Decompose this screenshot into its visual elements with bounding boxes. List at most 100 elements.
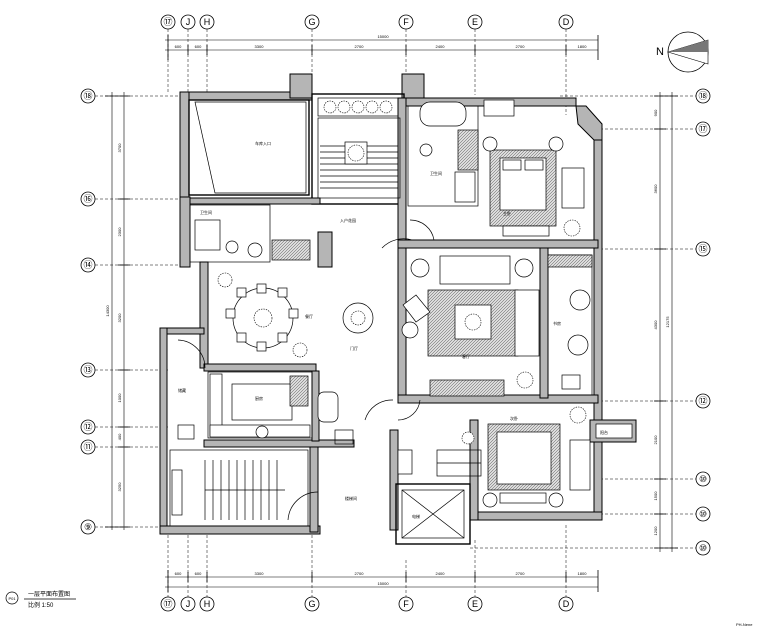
- bottom-dim-5: 2400: [436, 571, 446, 576]
- axis-row-right-5: ⑩: [699, 474, 707, 484]
- axis-row-right-3: ⑮: [698, 244, 707, 254]
- axis-row-left-7: ⑨: [84, 522, 92, 532]
- right-dim-5: 1500: [653, 491, 658, 501]
- master-bedroom: 主卧: [482, 136, 585, 237]
- room-label-elevator: 电梯: [412, 513, 420, 519]
- axis-row-left-5: ⑫: [83, 422, 92, 432]
- wall-garage-left: [179, 91, 190, 198]
- wall-column-b: [401, 73, 425, 99]
- wall-elevator-left: [389, 429, 399, 531]
- right-axis-bubbles: ⑱ ⑰ ⑮ ⑫ ⑩ ⑩ ⑩: [695, 88, 711, 556]
- caption-title: 一层平面布置图: [28, 590, 70, 598]
- room-label-study: 书房: [553, 320, 561, 326]
- upper-stair: [317, 117, 401, 199]
- right-dim-total: 12175: [665, 316, 670, 328]
- north-label: N: [656, 46, 664, 58]
- room-label-balcony: 阳台: [600, 429, 608, 435]
- axis-col-top-5: F: [403, 17, 409, 27]
- axis-row-right-7: ⑩: [699, 543, 707, 553]
- wall-stair-right: [309, 446, 319, 533]
- wall-interior-v2: [397, 247, 407, 399]
- bottom-axis-bubbles: ⑰ J H G F E D: [160, 596, 574, 612]
- left-dim-2: 2300: [117, 227, 122, 237]
- wall-interior-v1: [397, 97, 407, 249]
- axis-row-right-6: ⑩: [699, 509, 707, 519]
- room-label-storage: 储藏: [178, 387, 186, 393]
- top-dim-6: 2700: [516, 44, 526, 49]
- wall-bottom-right: [469, 511, 603, 521]
- axis-row-right-4: ⑫: [698, 396, 707, 406]
- study: 书房: [547, 254, 593, 396]
- bottom-dim-4: 2700: [355, 571, 365, 576]
- top-dim-2: 600: [195, 44, 202, 49]
- bottom-dim-1: 600: [175, 571, 182, 576]
- top-dim-4: 2700: [355, 44, 365, 49]
- axis-row-left-4: ⑬: [83, 365, 92, 375]
- axis-col-bottom-4: G: [308, 599, 315, 609]
- left-dim-6: 3250: [117, 482, 122, 492]
- axis-col-top-4: G: [308, 17, 315, 27]
- axis-col-bottom-5: F: [403, 599, 409, 609]
- top-axis-bubbles: ⑰ J H G F E D: [160, 14, 574, 30]
- wall-elevator-right: [469, 419, 479, 521]
- axis-col-top-3: H: [204, 17, 211, 27]
- hall-area: 门厅 入户花园: [340, 217, 413, 351]
- room-label-living: 客厅: [462, 353, 470, 359]
- balcony: 阳台: [595, 423, 633, 439]
- dining-area: 餐厅: [217, 272, 313, 358]
- bottom-axis-leaders: [167, 525, 567, 597]
- bottom-dim-7: 1800: [578, 571, 588, 576]
- wall-left-upper: [179, 196, 191, 268]
- top-dim-7: 1800: [578, 44, 588, 49]
- elevator: 电梯: [395, 483, 471, 545]
- room-label-foyer: 入户花园: [340, 217, 356, 223]
- room-label-dining: 餐厅: [305, 313, 313, 319]
- right-dimension-line: 900 3600 4300 2100 1500 1200 12175: [653, 92, 678, 552]
- top-dim-5: 2400: [436, 44, 446, 49]
- drawing-caption: P01 一层平面布置图 比例 1:50 PH-Nene: [5, 590, 753, 627]
- bottom-dim-6: 2700: [516, 571, 526, 576]
- living-room: 客厅: [401, 255, 540, 397]
- right-dim-4: 2100: [653, 435, 658, 445]
- north-arrow: N: [656, 31, 709, 73]
- axis-col-bottom-7: D: [563, 599, 570, 609]
- right-dim-3: 4300: [653, 320, 658, 330]
- top-dim-3: 3300: [255, 44, 265, 49]
- right-dim-2: 3600: [653, 184, 658, 194]
- room-label-garage: 车库入口: [255, 140, 271, 146]
- axis-col-bottom-3: H: [204, 599, 211, 609]
- room-label-bedroom1: 主卧: [503, 210, 511, 216]
- axis-col-bottom-1: ⑰: [163, 599, 172, 609]
- bottom-dim-2: 600: [195, 571, 202, 576]
- wall-interior-h1: [397, 239, 599, 249]
- caption-id: P01: [8, 596, 16, 601]
- left-dimension-line: 3700 2300 3200 1000 400 3250 14300: [105, 92, 130, 530]
- left-dim-5: 400: [117, 433, 122, 440]
- room-label-bath-master: 卫生间: [430, 170, 442, 176]
- axis-col-bottom-2: J: [186, 599, 191, 609]
- axis-col-top-2: J: [186, 17, 191, 27]
- master-bath: 卫生间: [407, 99, 515, 241]
- bottom-dim-3: 3300: [255, 571, 265, 576]
- wall-corner-bevel: [575, 105, 603, 141]
- planter-row: [317, 97, 399, 117]
- axis-row-left-3: ⑭: [83, 260, 92, 270]
- wall-bottom-left: [159, 525, 321, 535]
- wall-left-lower: [159, 327, 168, 534]
- axis-row-left-6: ⑪: [83, 442, 92, 452]
- left-dim-1: 3700: [117, 143, 122, 153]
- room-label-hall: 门厅: [350, 345, 358, 351]
- axis-col-bottom-6: E: [472, 599, 478, 609]
- door-swings: [317, 391, 421, 445]
- axis-row-right-1: ⑱: [698, 91, 707, 101]
- wall-column-a: [289, 73, 313, 99]
- room-label-bath: 卫生间: [200, 209, 212, 215]
- axis-row-left-2: ⑯: [83, 194, 92, 204]
- axis-col-top-1: ⑰: [163, 17, 172, 27]
- corner-note: PH-Nene: [736, 622, 753, 627]
- top-dimension-line: 600 600 3300 2700 2400 2700 1800 15000: [165, 34, 599, 60]
- right-axis-leaders: [470, 95, 696, 549]
- top-dim-1: 600: [175, 44, 182, 49]
- left-dim-4: 1000: [117, 393, 122, 403]
- wall-interior-h3: [189, 197, 321, 205]
